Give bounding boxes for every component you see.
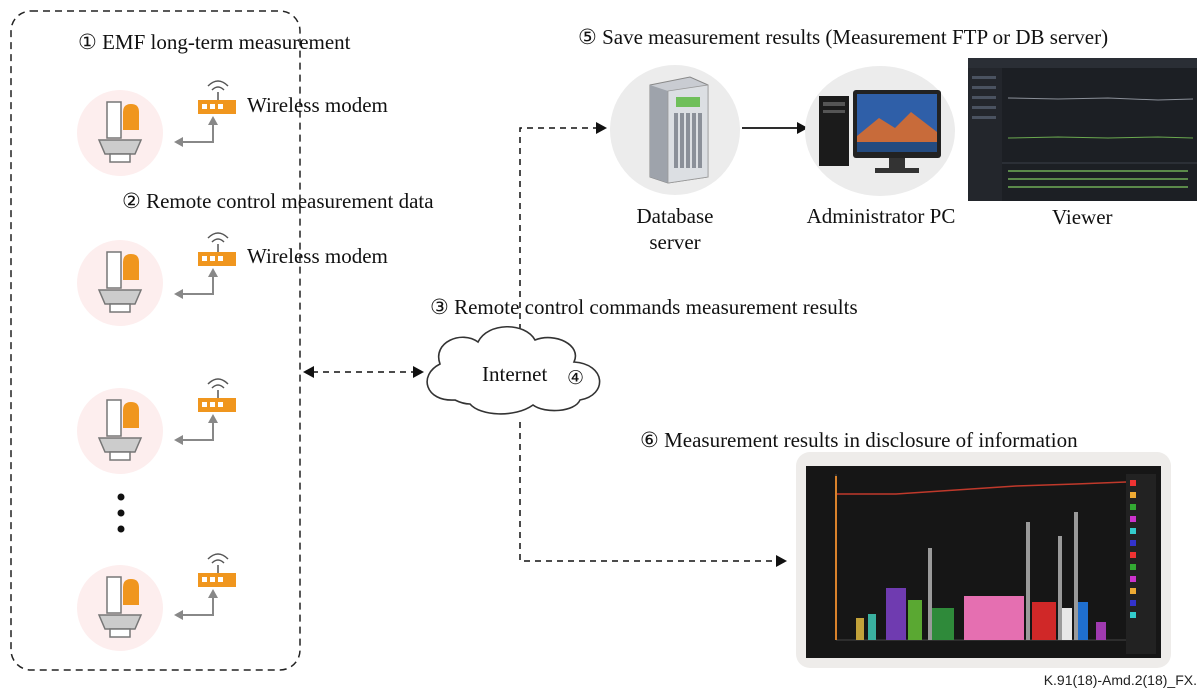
modem-label: Wireless modem (247, 244, 388, 268)
internet-server-link (519, 127, 596, 330)
step5-label: ⑤ Save measurement results (Measurement … (578, 25, 1109, 49)
emf-sensor-icon (77, 240, 163, 326)
arrowhead-to-disclosure (776, 555, 787, 567)
disclosure-screenshot (796, 452, 1171, 668)
step1-label: ① EMF long-term measurement (78, 30, 351, 54)
arrowhead-to-pc (797, 122, 808, 134)
step2-label: ② Remote control measurement data (122, 189, 434, 213)
emf-sensor-icon (77, 90, 163, 176)
internet-number: ④ (567, 368, 585, 389)
step3-label: ③ Remote control commands measurement re… (430, 295, 858, 319)
internet-disclosure-link (519, 422, 776, 562)
step6-label: ⑥ Measurement results in disclosure of i… (640, 428, 1078, 452)
more-dot (117, 525, 125, 533)
figure-code: K.91(18)-Amd.2(18)_FX. (1043, 672, 1197, 688)
arrowhead-to-server (596, 122, 607, 134)
database-server-icon (610, 65, 740, 195)
viewer-label: Viewer (1052, 205, 1113, 229)
emf-sensor-icon (77, 565, 163, 651)
wireless-modem-icon (174, 80, 236, 147)
database-server-label: Database server (636, 204, 714, 255)
wireless-modem-icon (174, 378, 236, 445)
arrowhead-right (413, 366, 424, 378)
administrator-pc-icon (805, 66, 955, 196)
more-dot (117, 509, 125, 517)
arrowhead-left (303, 366, 314, 378)
modem-label: Wireless modem (247, 93, 388, 117)
administrator-pc-label: Administrator PC (806, 204, 956, 228)
wireless-modem-icon (174, 553, 236, 620)
more-dot (117, 493, 125, 501)
emf-sensor-icon (77, 388, 163, 474)
internet-cloud-icon (426, 326, 601, 415)
measurement-group-boundary (10, 10, 301, 671)
wireless-modem-icon (174, 232, 236, 299)
viewer-screenshot (968, 58, 1197, 201)
internet-label: Internet (482, 362, 548, 386)
